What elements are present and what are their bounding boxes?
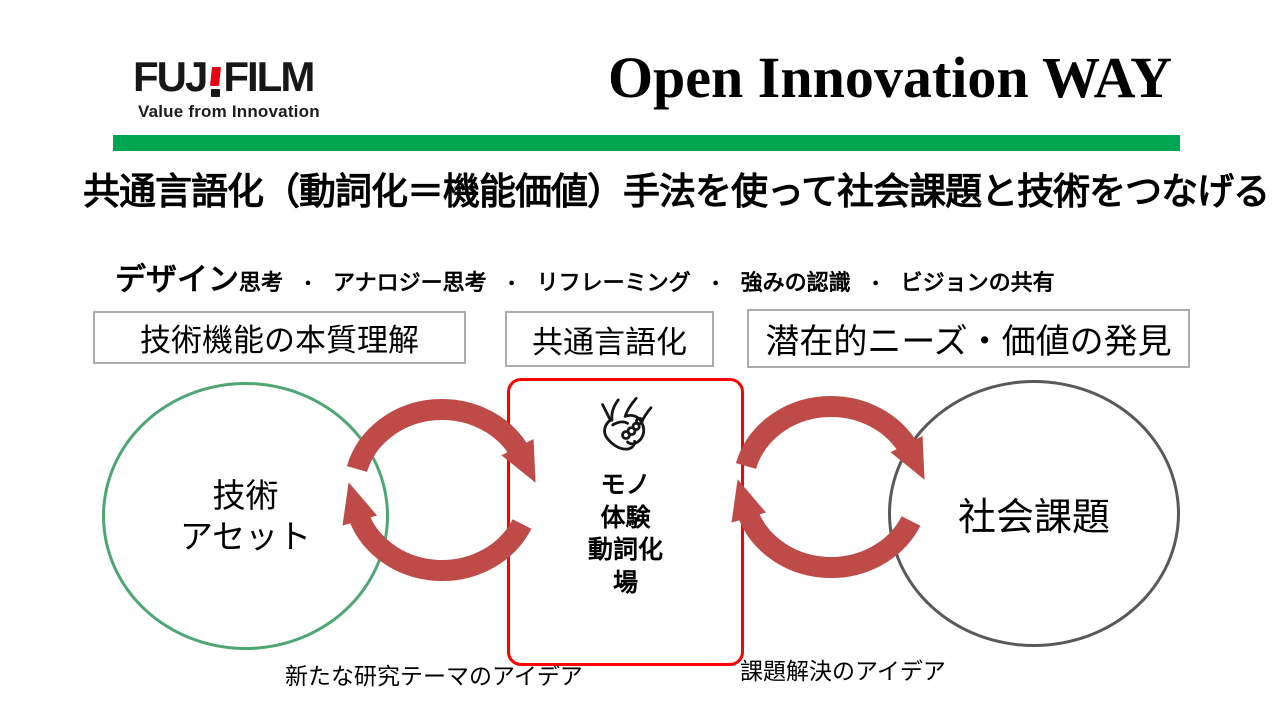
center-line-ba: 場	[612, 568, 638, 597]
tech-asset-line2: アセット	[179, 518, 312, 555]
separator-dot: ・	[299, 274, 318, 294]
method-analogy: アナロジー思考	[333, 270, 487, 295]
tech-asset-circle: 技術 アセット	[102, 382, 389, 650]
method-vision: ビジョンの共有	[900, 270, 1055, 295]
caption-solution-ideas: 課題解決のアイデア	[740, 658, 946, 684]
methods-row: デザイン 思考 ・ アナロジー思考 ・ リフレーミング ・ 強みの認識 ・ ビジ…	[115, 254, 1175, 299]
stage-box-label: 潜在的ニーズ・価値の発見	[765, 323, 1172, 361]
method-reframing: リフレーミング	[536, 270, 691, 295]
separator-dot: ・	[706, 274, 725, 294]
center-line-mono: モノ	[600, 471, 651, 499]
stage-box-latent-needs: 潜在的ニーズ・価値の発見	[747, 309, 1190, 368]
fujifilm-wordmark: FUJ FILM	[133, 56, 320, 98]
stage-box-tech-understanding: 技術機能の本質理解	[93, 311, 466, 364]
slide-title: Open Innovation WAY	[607, 45, 1173, 110]
center-line-taiken: 体験	[600, 503, 651, 532]
fujifilm-logo: FUJ FILM Value from Innovation	[133, 56, 320, 122]
method-design-suffix: 思考	[239, 270, 284, 295]
fujifilm-red-i-icon	[209, 67, 221, 97]
common-language-box: モノ 体験 動詞化 場	[507, 378, 744, 666]
headline: 共通言語化（動詞化＝機能価値）手法を使って社会課題と技術をつなげる	[83, 172, 1270, 213]
method-design: デザイン	[115, 262, 239, 297]
stage-box-common-language: 共通言語化	[505, 311, 714, 367]
caption-new-research-ideas: 新たな研究テーマのアイデア	[285, 663, 583, 689]
social-issues-label: 社会課題	[957, 497, 1110, 539]
stage-box-label: 技術機能の本質理解	[140, 323, 419, 358]
stage-box-label: 共通言語化	[532, 324, 687, 360]
tech-asset-line1: 技術	[212, 476, 279, 514]
wordmark-right: FILM	[223, 53, 315, 100]
separator-dot: ・	[866, 274, 885, 294]
center-line-doshika: 動詞化	[587, 536, 663, 564]
handshake-icon	[600, 396, 652, 451]
social-issues-circle: 社会課題	[888, 380, 1180, 647]
wordmark-left: FUJ	[133, 53, 208, 100]
logo-tagline: Value from Innovation	[138, 102, 320, 121]
accent-bar	[113, 135, 1180, 151]
center-box-text: モノ 体験 動詞化 場	[588, 469, 663, 599]
separator-dot: ・	[502, 274, 521, 294]
method-strengths: 強みの認識	[740, 270, 851, 295]
